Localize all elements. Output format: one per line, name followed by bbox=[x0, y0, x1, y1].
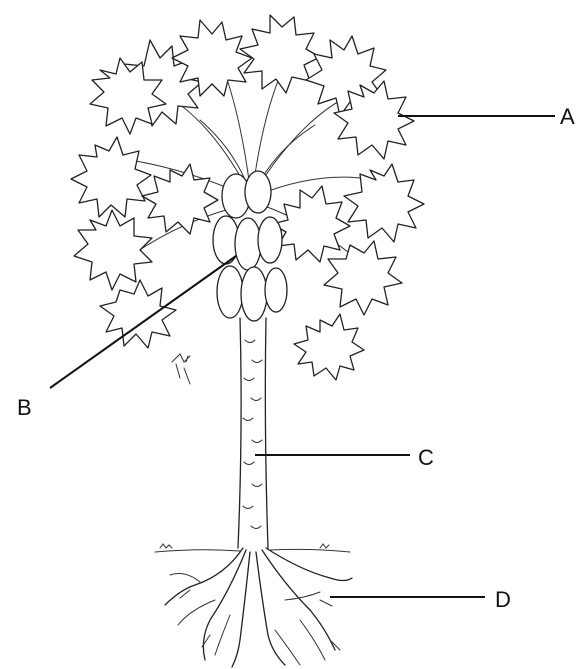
roots bbox=[155, 544, 352, 667]
label-c: C bbox=[418, 445, 434, 470]
label-b: B bbox=[17, 395, 32, 420]
scribble-mark bbox=[172, 354, 190, 384]
label-d: D bbox=[495, 587, 511, 612]
fruit-cluster bbox=[213, 171, 287, 321]
label-a: A bbox=[560, 104, 575, 129]
pointer-line-b bbox=[50, 256, 236, 388]
trunk bbox=[238, 318, 268, 548]
